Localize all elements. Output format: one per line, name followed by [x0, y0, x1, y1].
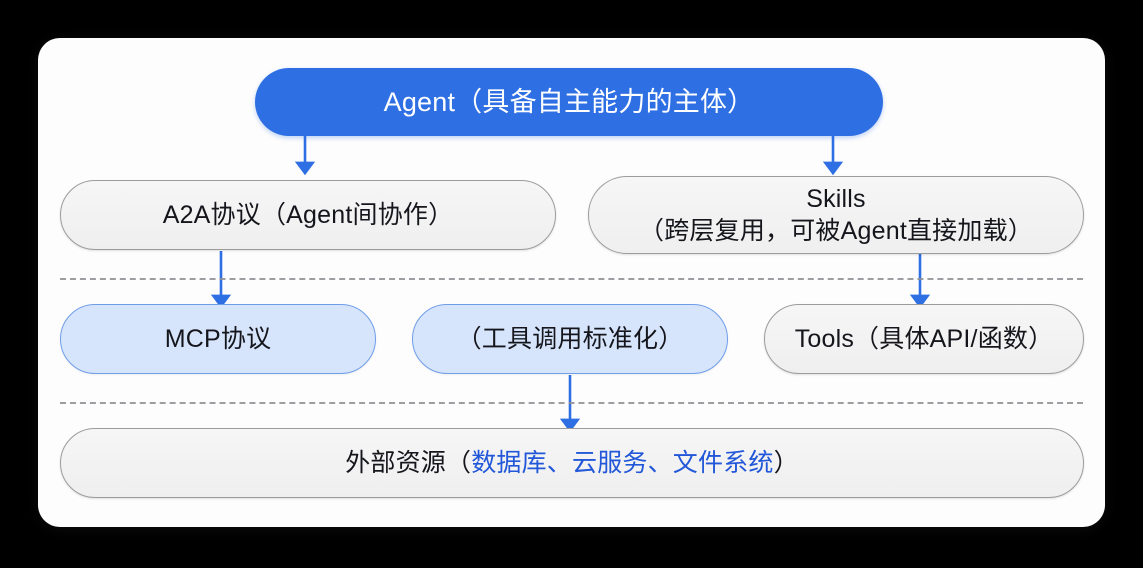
node-external-resources-label: 外部资源（数据库、云服务、文件系统） [345, 447, 799, 479]
external-resources-text-dark-tail: ） [773, 449, 799, 477]
node-mcp-protocol[interactable]: MCP协议 [60, 304, 376, 374]
node-tools[interactable]: Tools（具体API/函数） [764, 304, 1084, 374]
node-tools-label: Tools（具体API/函数） [794, 325, 1054, 353]
node-agent-label: Agent（具备自主能力的主体） [383, 86, 755, 117]
node-tool-standardization-label: （工具调用标准化） [456, 325, 684, 353]
node-external-resources[interactable]: 外部资源（数据库、云服务、文件系统） [60, 428, 1084, 498]
node-skills[interactable]: Skills （跨层复用，可被Agent直接加载） [588, 176, 1084, 254]
external-resources-text-dark: 外部资源（ [345, 449, 472, 477]
node-a2a-protocol[interactable]: A2A协议（Agent间协作） [60, 180, 556, 250]
external-resources-text-blue: 数据库、云服务、文件系统 [471, 449, 774, 477]
node-skills-title: Skills [806, 185, 866, 213]
node-tool-standardization[interactable]: （工具调用标准化） [412, 304, 728, 374]
layer-divider-1 [60, 278, 1083, 280]
node-mcp-protocol-label: MCP协议 [164, 325, 272, 353]
node-a2a-protocol-label: A2A协议（Agent间协作） [162, 201, 454, 229]
diagram-card: Agent（具备自主能力的主体） A2A协议（Agent间协作） Skills … [38, 38, 1105, 527]
node-agent[interactable]: Agent（具备自主能力的主体） [255, 68, 883, 136]
layer-divider-2 [60, 402, 1083, 404]
node-skills-subtitle: （跨层复用，可被Agent直接加载） [639, 217, 1033, 245]
